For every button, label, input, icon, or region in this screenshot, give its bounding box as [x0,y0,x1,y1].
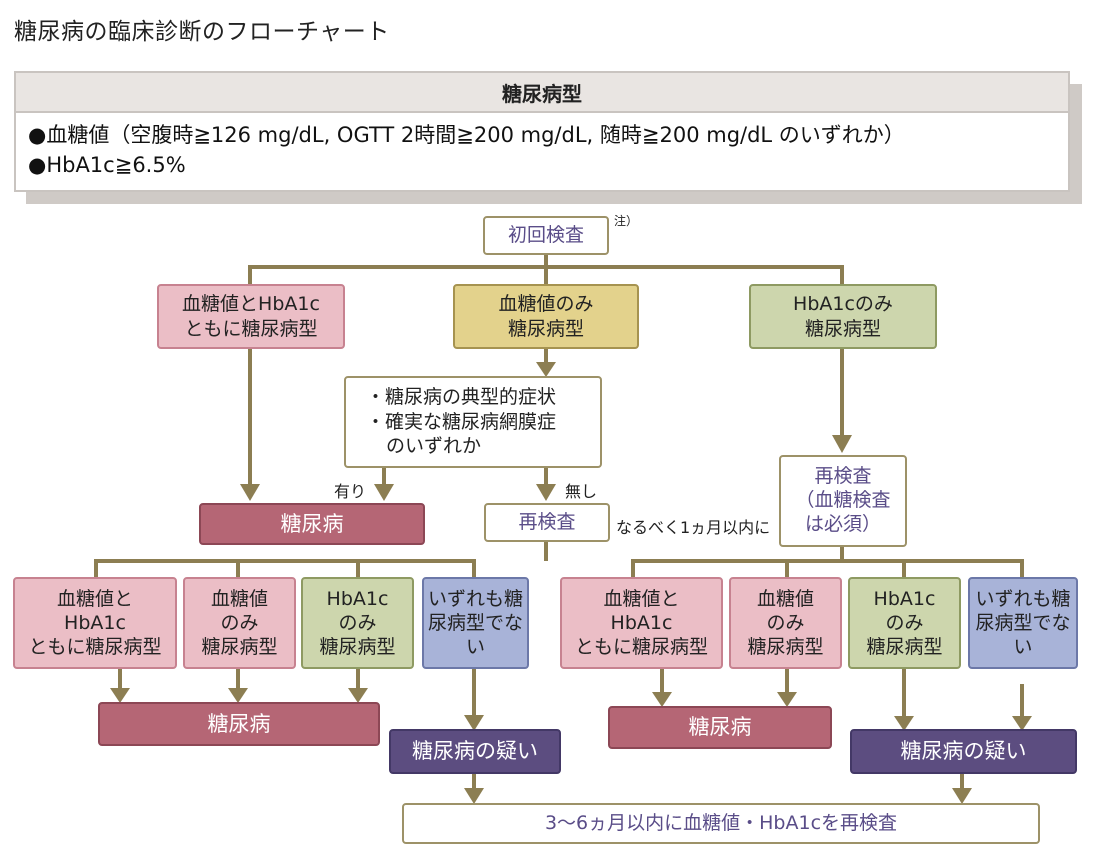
symptom-question-box: ・糖尿病の典型的症状 ・確実な糖尿病網膜症 のいずれか [344,376,602,468]
branch-hba1c-line2: 糖尿病型 [804,317,881,340]
left-result-neither-line2: 尿病型でな [427,611,523,634]
right-result-glucose-line1: 血糖値 [756,587,814,610]
right-result-both-line1: 血糖値と [603,587,680,610]
left-result-both-line3: ともに糖尿病型 [28,636,162,659]
initial-test-label: 初回検査 [507,224,584,247]
suspected-right-label: 糖尿病の疑い [900,739,1027,764]
suspected-left-box: 糖尿病の疑い [389,729,561,774]
branch-hba1c-line1: HbA1cのみ [793,293,893,316]
right-result-neither-line3: い [1013,636,1033,659]
left-result-neither: いずれも糖 尿病型でな い [422,577,529,669]
right-result-both-line3: ともに糖尿病型 [574,636,708,659]
retest-right-line3: は必須） [804,512,881,535]
final-retest-box: 3～6ヵ月以内に血糖値・HbA1cを再検査 [402,803,1040,844]
left-result-both-line2: HbA1c [64,611,126,634]
diagnosis-box: 糖尿病 [199,503,425,545]
left-result-both: 血糖値と HbA1c ともに糖尿病型 [13,577,177,669]
final-retest-label: 3～6ヵ月以内に血糖値・HbA1cを再検査 [544,812,898,835]
retest-right-line2: （血糖検査 [795,489,891,512]
page-title: 糖尿病の臨床診断のフローチャート [14,19,390,45]
left-result-glucose: 血糖値 のみ 糖尿病型 [183,577,296,669]
left-result-hba1c: HbA1c のみ 糖尿病型 [301,577,414,669]
right-result-glucose-line2: のみ [766,611,805,634]
right-result-glucose-line3: 糖尿病型 [747,636,824,659]
left-result-glucose-line3: 糖尿病型 [201,636,278,659]
diagnosis-left-label: 糖尿病 [207,711,271,736]
initial-test-footnote: 注） [614,214,639,228]
branch-both-box: 血糖値とHbA1c ともに糖尿病型 [157,284,345,349]
right-result-hba1c-line1: HbA1c [873,587,936,610]
retest-left-label: 再検査 [518,511,576,534]
left-result-neither-line3: い [465,636,485,659]
branch-glucose-line2: 糖尿病型 [507,317,584,340]
right-result-glucose: 血糖値 のみ 糖尿病型 [729,577,842,669]
symptom-line1: ・糖尿病の典型的症状 [366,385,557,408]
left-result-hba1c-line3: 糖尿病型 [319,636,396,659]
diagnosis-right-label: 糖尿病 [688,715,752,740]
label-no: 無し [565,482,598,501]
right-result-neither-line1: いずれも糖 [975,587,1071,610]
label-yes: 有り [334,482,367,501]
right-result-both: 血糖値と HbA1c ともに糖尿病型 [560,577,723,669]
left-result-glucose-line2: のみ [220,611,259,634]
diagnosis-left-box: 糖尿病 [98,702,380,746]
branch-glucose-box: 血糖値のみ 糖尿病型 [453,284,639,349]
diagnosis-right-box: 糖尿病 [608,706,832,749]
left-result-hba1c-line2: のみ [338,611,377,634]
suspected-right-box: 糖尿病の疑い [850,729,1077,774]
left-result-both-line1: 血糖値と [56,587,133,610]
retest-right-box: 再検査 （血糖検査 は必須） [779,455,907,547]
right-result-both-line2: HbA1c [610,611,673,634]
initial-test-box: 初回検査 [483,216,609,255]
right-result-neither-line2: 尿病型でな [975,611,1071,634]
symptom-line2: ・確実な糖尿病網膜症 [366,410,557,433]
branch-both-line1: 血糖値とHbA1c [182,293,320,316]
retest-left-box: 再検査 [484,503,610,542]
left-result-neither-line1: いずれも糖 [427,587,523,610]
right-result-hba1c-line3: 糖尿病型 [866,636,943,659]
right-result-hba1c-line2: のみ [885,611,924,634]
diagnosis-label: 糖尿病 [280,511,344,536]
criteria-header: 糖尿病型 [16,73,1068,113]
left-result-glucose-line1: 血糖値 [210,587,268,610]
branch-glucose-line1: 血糖値のみ [498,293,594,316]
right-result-hba1c: HbA1c のみ 糖尿病型 [848,577,961,669]
left-result-hba1c-line1: HbA1c [326,587,389,610]
suspected-left-label: 糖尿病の疑い [412,739,538,764]
branch-hba1c-box: HbA1cのみ 糖尿病型 [749,284,937,349]
criteria-hba1c-line: ●HbA1c≧6.5% [28,153,186,177]
right-result-neither: いずれも糖 尿病型でな い [968,577,1078,669]
retest-left-note: なるべく1ヵ月以内に [616,518,771,537]
retest-right-line1: 再検査 [814,465,872,488]
criteria-glucose-line: ●血糖値（空腹時≧126 mg/dL, OGTT 2時間≧200 mg/dL, … [28,123,905,147]
symptom-line3: のいずれか [386,435,482,458]
branch-both-line2: ともに糖尿病型 [184,317,318,340]
